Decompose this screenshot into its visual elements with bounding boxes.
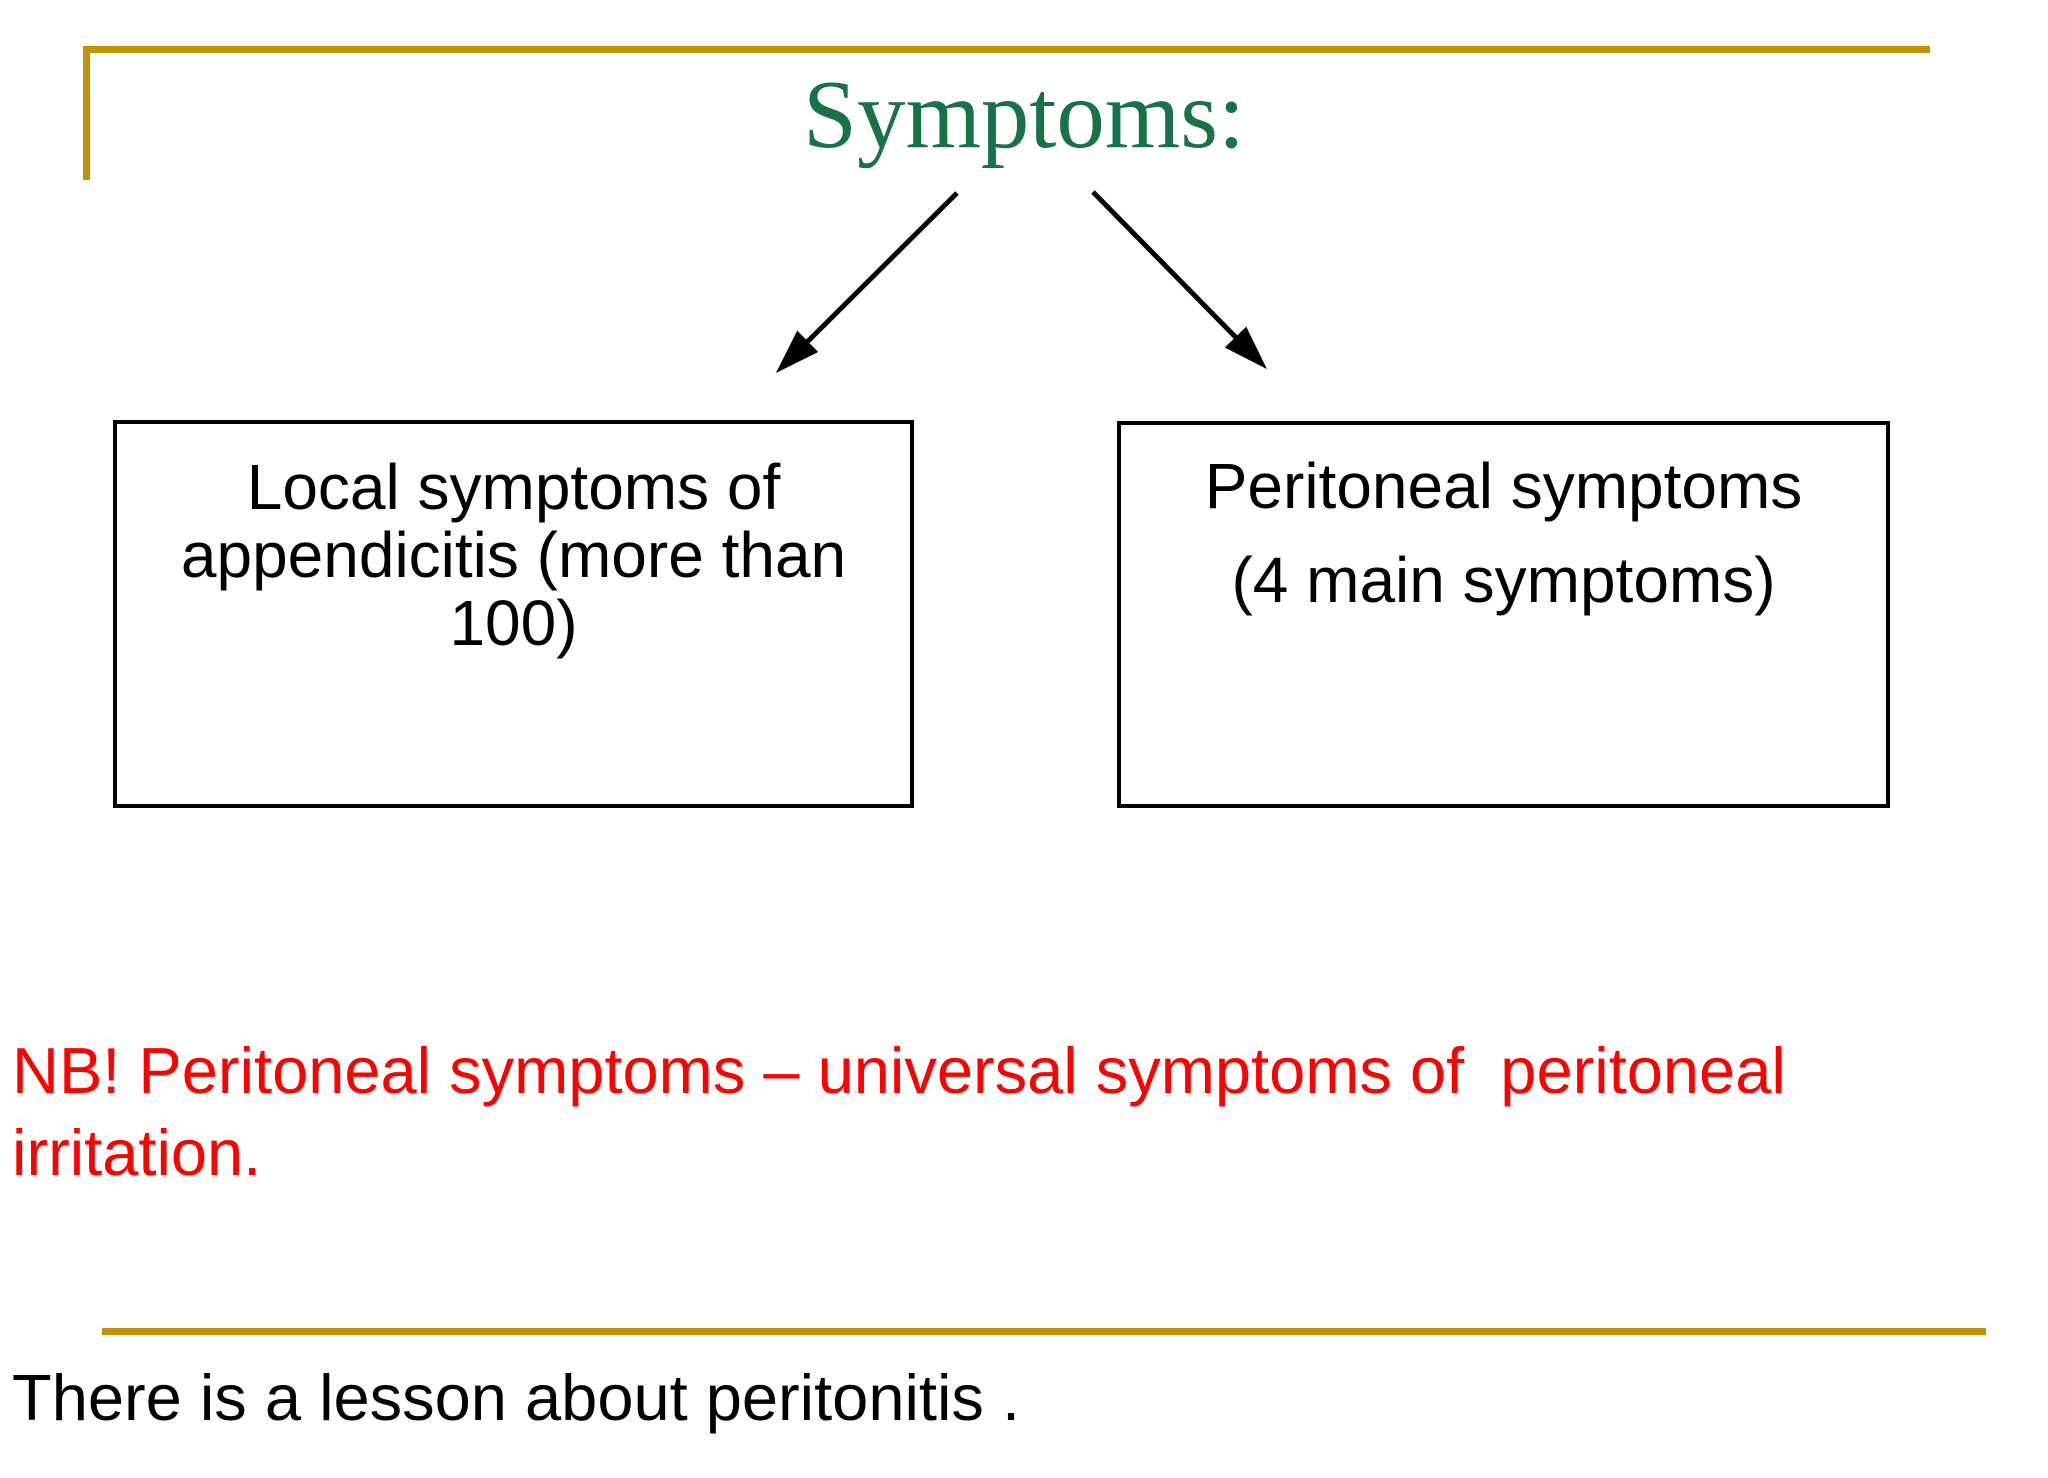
lesson-note: There is a lesson about peritonitis . [12,1361,1021,1435]
nb-red-note: NB! Peritoneal symptoms – universal symp… [12,1033,1804,1189]
local-symptoms-box: Local symptoms of appendicitis (more tha… [113,420,914,808]
left-accent-line [83,46,90,180]
slide-title: Symptoms: [803,61,1245,168]
top-accent-line [83,46,1930,53]
local-symptoms-label: Local symptoms of appendicitis (more tha… [180,451,847,659]
peritoneal-symptoms-box: Peritoneal symptoms (4 main symptoms) [1117,421,1890,808]
arrow-to-left-box [775,191,959,374]
peritoneal-symptoms-label: Peritoneal symptoms [1204,450,1803,522]
slide-notes: NB! Peritoneal symptoms – universal symp… [12,866,2048,1478]
bottom-accent-line [102,1328,1986,1335]
peritoneal-symptoms-sublabel: (4 main symptoms) [1231,543,1776,616]
arrow-to-right-box [1091,190,1268,370]
